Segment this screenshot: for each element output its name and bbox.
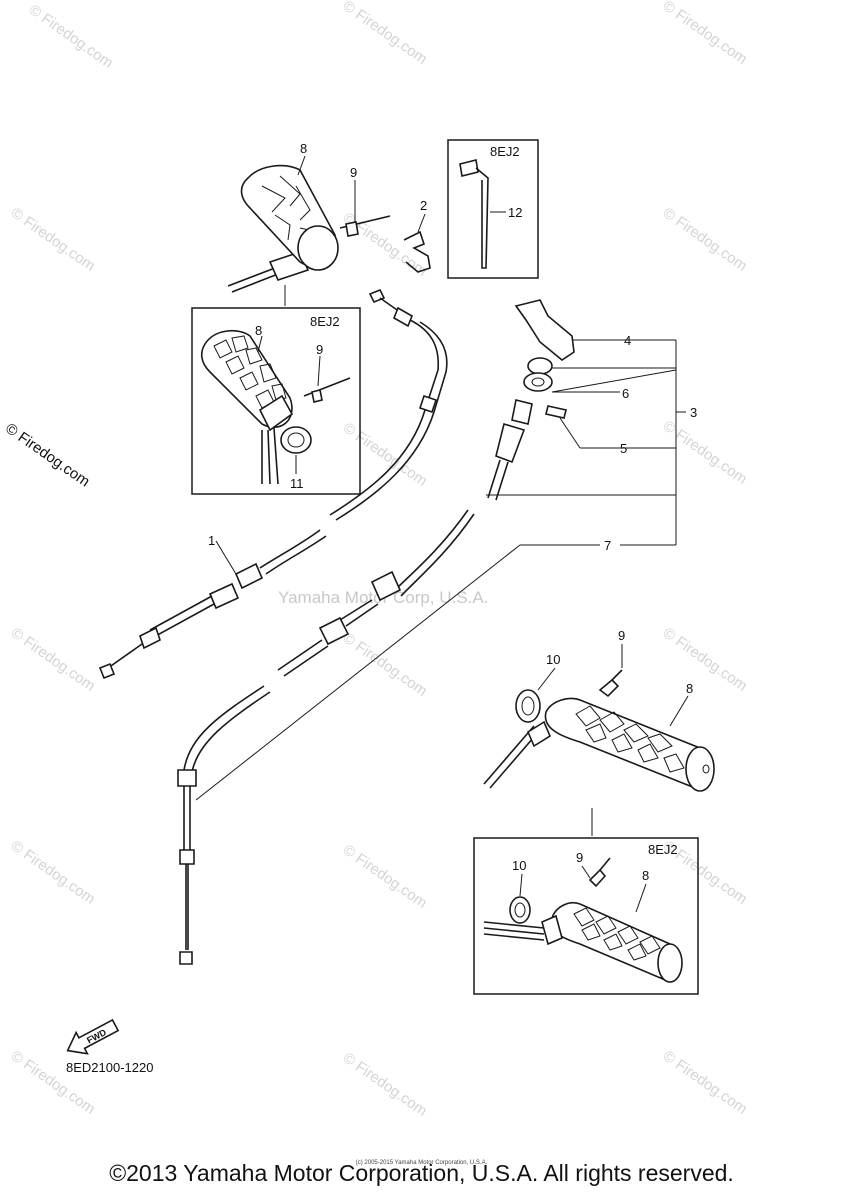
variant-label: 8EJ2 (648, 842, 678, 857)
watermark: © Firedog.com (660, 624, 751, 694)
callout-5: 5 (620, 441, 627, 456)
callout-9: 9 (618, 628, 625, 643)
watermark: © Firedog.com (8, 837, 99, 907)
throttle-cable-1 (98, 288, 448, 680)
callout-8: 8 (642, 868, 649, 883)
cable-tie (459, 159, 506, 269)
variant-label: 8EJ2 (490, 144, 520, 159)
fwd-arrow-icon: FWD (66, 1018, 120, 1055)
callout-7: 7 (604, 538, 611, 553)
callout-1: 1 (208, 533, 215, 548)
watermark: © Firedog.com (340, 209, 431, 279)
watermark: © Firedog.com (8, 1047, 99, 1117)
watermark: © Firedog.com (26, 1, 117, 71)
watermark: © Firedog.com (660, 0, 751, 68)
callout-9: 9 (576, 850, 583, 865)
clip-part (403, 213, 431, 273)
watermark: © Firedog.com (660, 1047, 751, 1117)
callout-11: 11 (290, 476, 304, 491)
watermark: © Firedog.com (340, 0, 431, 68)
callout-6: 6 (622, 386, 629, 401)
top-grip-assembly (227, 155, 391, 293)
watermark: © Firedog.com (660, 417, 751, 487)
lever-housing (514, 299, 575, 419)
watermark: © Firedog.com (660, 204, 751, 274)
watermark: © Firedog.com (8, 204, 99, 274)
cable-7 (177, 399, 533, 965)
callout-8: 8 (686, 681, 693, 696)
callout-3: 3 (690, 405, 697, 420)
callout-8: 8 (255, 323, 262, 338)
variant-box-12 (447, 139, 539, 279)
watermark: © Firedog.com (340, 1049, 431, 1119)
copyright: ©2013 Yamaha Motor Corporation, U.S.A. A… (109, 1160, 734, 1186)
callout-9: 9 (350, 165, 357, 180)
left-box-grip (200, 329, 351, 485)
callout-10: 10 (546, 652, 560, 667)
copyright-small: (c) 2005-2015 Yamaha Motor Corporation, … (355, 1160, 488, 1166)
callout-12: 12 (508, 205, 522, 220)
variant-box-right (473, 837, 699, 995)
callout-8: 8 (300, 141, 307, 156)
callout-4: 4 (624, 333, 631, 348)
watermark: © Firedog.com (8, 624, 99, 694)
watermark: © Firedog.com (340, 629, 431, 699)
watermark: © Firedog.com (340, 841, 431, 911)
diagram-code: 8ED2100-1220 (66, 1060, 153, 1075)
callout-2: 2 (420, 198, 427, 213)
variant-label: 8EJ2 (310, 314, 340, 329)
right-grip-assembly (483, 644, 715, 792)
callout-10: 10 (512, 858, 526, 873)
callout-9: 9 (316, 342, 323, 357)
right-box-grip (483, 857, 683, 983)
bracket-3 (486, 339, 686, 546)
variant-box-left (191, 307, 361, 495)
